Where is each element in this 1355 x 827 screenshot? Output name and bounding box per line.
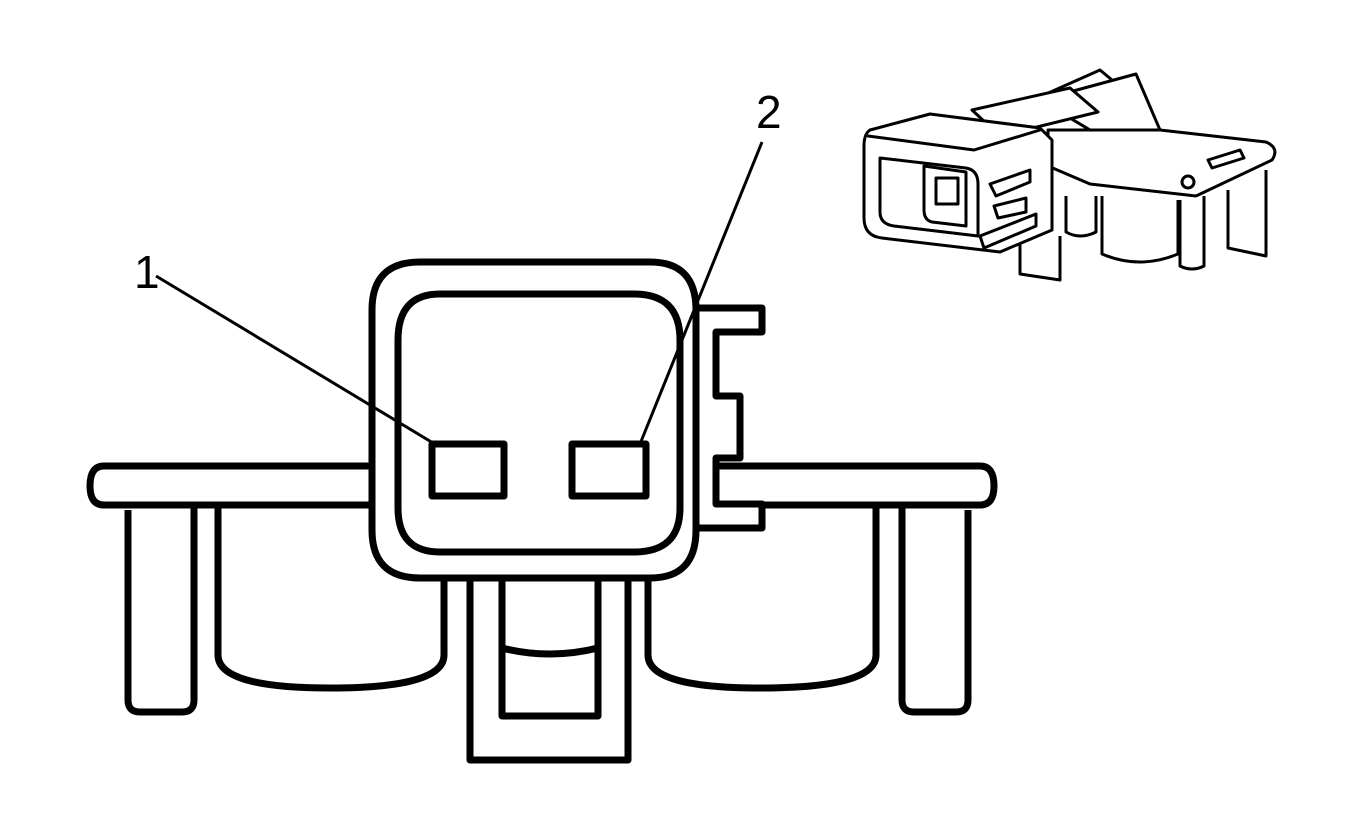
connector-isometric-view <box>862 68 1277 282</box>
connector-front-view <box>86 258 998 764</box>
callout-label-2: 2 <box>756 86 782 138</box>
terminal-cavity-2 <box>568 440 650 500</box>
terminal-cavity-1 <box>428 440 508 500</box>
leader-line-2 <box>638 141 764 445</box>
leader-line-1 <box>155 274 439 448</box>
callout-label-1: 1 <box>134 246 160 298</box>
